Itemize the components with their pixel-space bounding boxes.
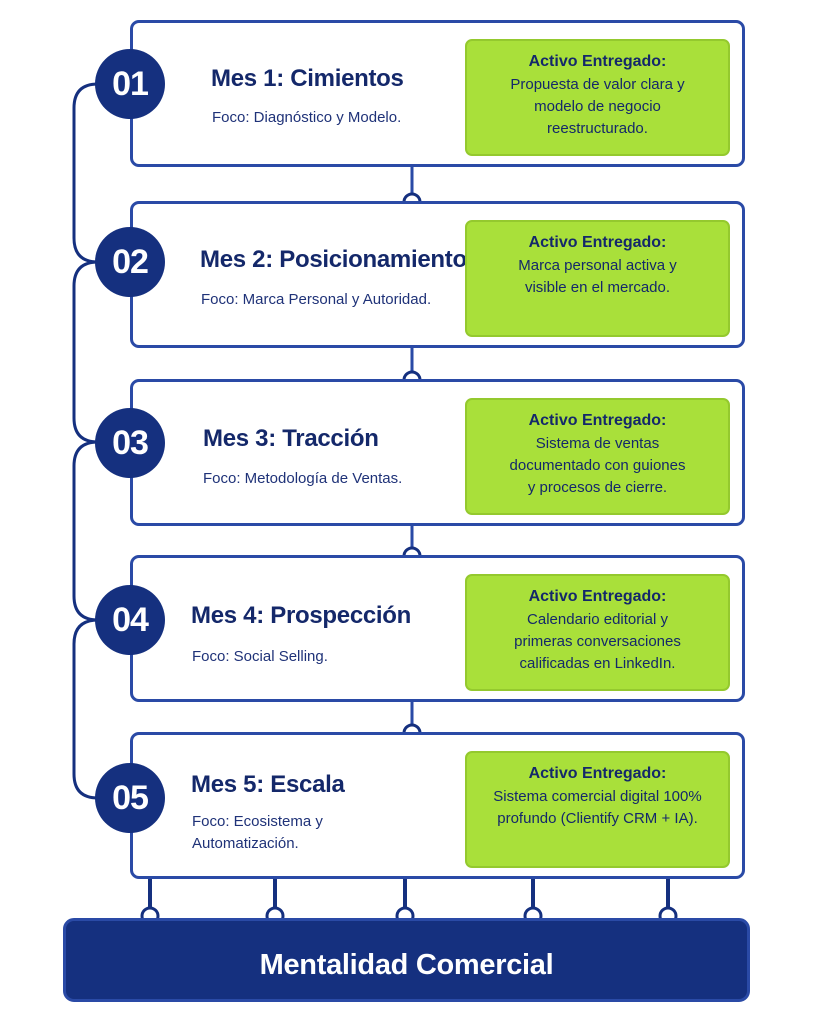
asset-text: Propuesta de valor clara y modelo de neg… xyxy=(510,76,685,137)
asset-box: Activo Entregado: Propuesta de valor cla… xyxy=(465,39,730,156)
asset-box: Activo Entregado: Sistema de ventas docu… xyxy=(465,398,730,515)
asset-box: Activo Entregado: Calendario editorial y… xyxy=(465,574,730,691)
asset-text: Marca personal activa y visible en el me… xyxy=(518,257,677,296)
asset-heading: Activo Entregado: xyxy=(528,412,667,429)
step-focus: Foco: Marca Personal y Autoridad. xyxy=(201,291,432,308)
step-number-badge: 01 xyxy=(95,49,165,119)
asset-box: Activo Entregado: Marca personal activa … xyxy=(465,220,730,337)
step-focus: Foco: Metodología de Ventas. xyxy=(203,470,403,487)
asset-heading: Activo Entregado: xyxy=(528,53,667,70)
step-focus: Foco: Diagnóstico y Modelo. xyxy=(212,109,402,126)
step-title: Mes 5: Escala xyxy=(191,771,345,798)
asset-heading: Activo Entregado: xyxy=(528,765,667,782)
step-number-badge: 03 xyxy=(95,408,165,478)
asset-heading: Activo Entregado: xyxy=(528,588,667,605)
step-number-badge: 04 xyxy=(95,585,165,655)
step-number-badge: 05 xyxy=(95,763,165,833)
asset-text: Sistema comercial digital 100% profundo … xyxy=(493,788,702,827)
footer-label: Mentalidad Comercial xyxy=(259,949,554,981)
asset-box: Activo Entregado: Sistema comercial digi… xyxy=(465,751,730,868)
step-focus: Foco: Ecosistema y Automatización. xyxy=(192,813,323,852)
step-card-1: Mes 1: Cimientos Foco: Diagnóstico y Mod… xyxy=(130,20,745,167)
step-card-5: Mes 5: Escala Foco: Ecosistema y Automat… xyxy=(130,732,745,879)
step-title: Mes 2: Posicionamiento xyxy=(200,246,467,273)
step-title: Mes 3: Tracción xyxy=(203,425,379,452)
asset-text: Sistema de ventas documentado con guione… xyxy=(509,435,686,496)
step-focus: Foco: Social Selling. xyxy=(192,648,328,665)
step-number-badge: 02 xyxy=(95,227,165,297)
step-card-2: Mes 2: Posicionamiento Foco: Marca Perso… xyxy=(130,201,745,348)
footer-banner: Mentalidad Comercial xyxy=(63,918,750,1002)
step-card-3: Mes 3: Tracción Foco: Metodología de Ven… xyxy=(130,379,745,526)
asset-text: Calendario editorial y primeras conversa… xyxy=(514,611,681,672)
step-card-4: Mes 4: Prospección Foco: Social Selling.… xyxy=(130,555,745,702)
step-title: Mes 4: Prospección xyxy=(191,602,412,629)
asset-heading: Activo Entregado: xyxy=(528,234,667,251)
step-title: Mes 1: Cimientos xyxy=(211,65,404,92)
